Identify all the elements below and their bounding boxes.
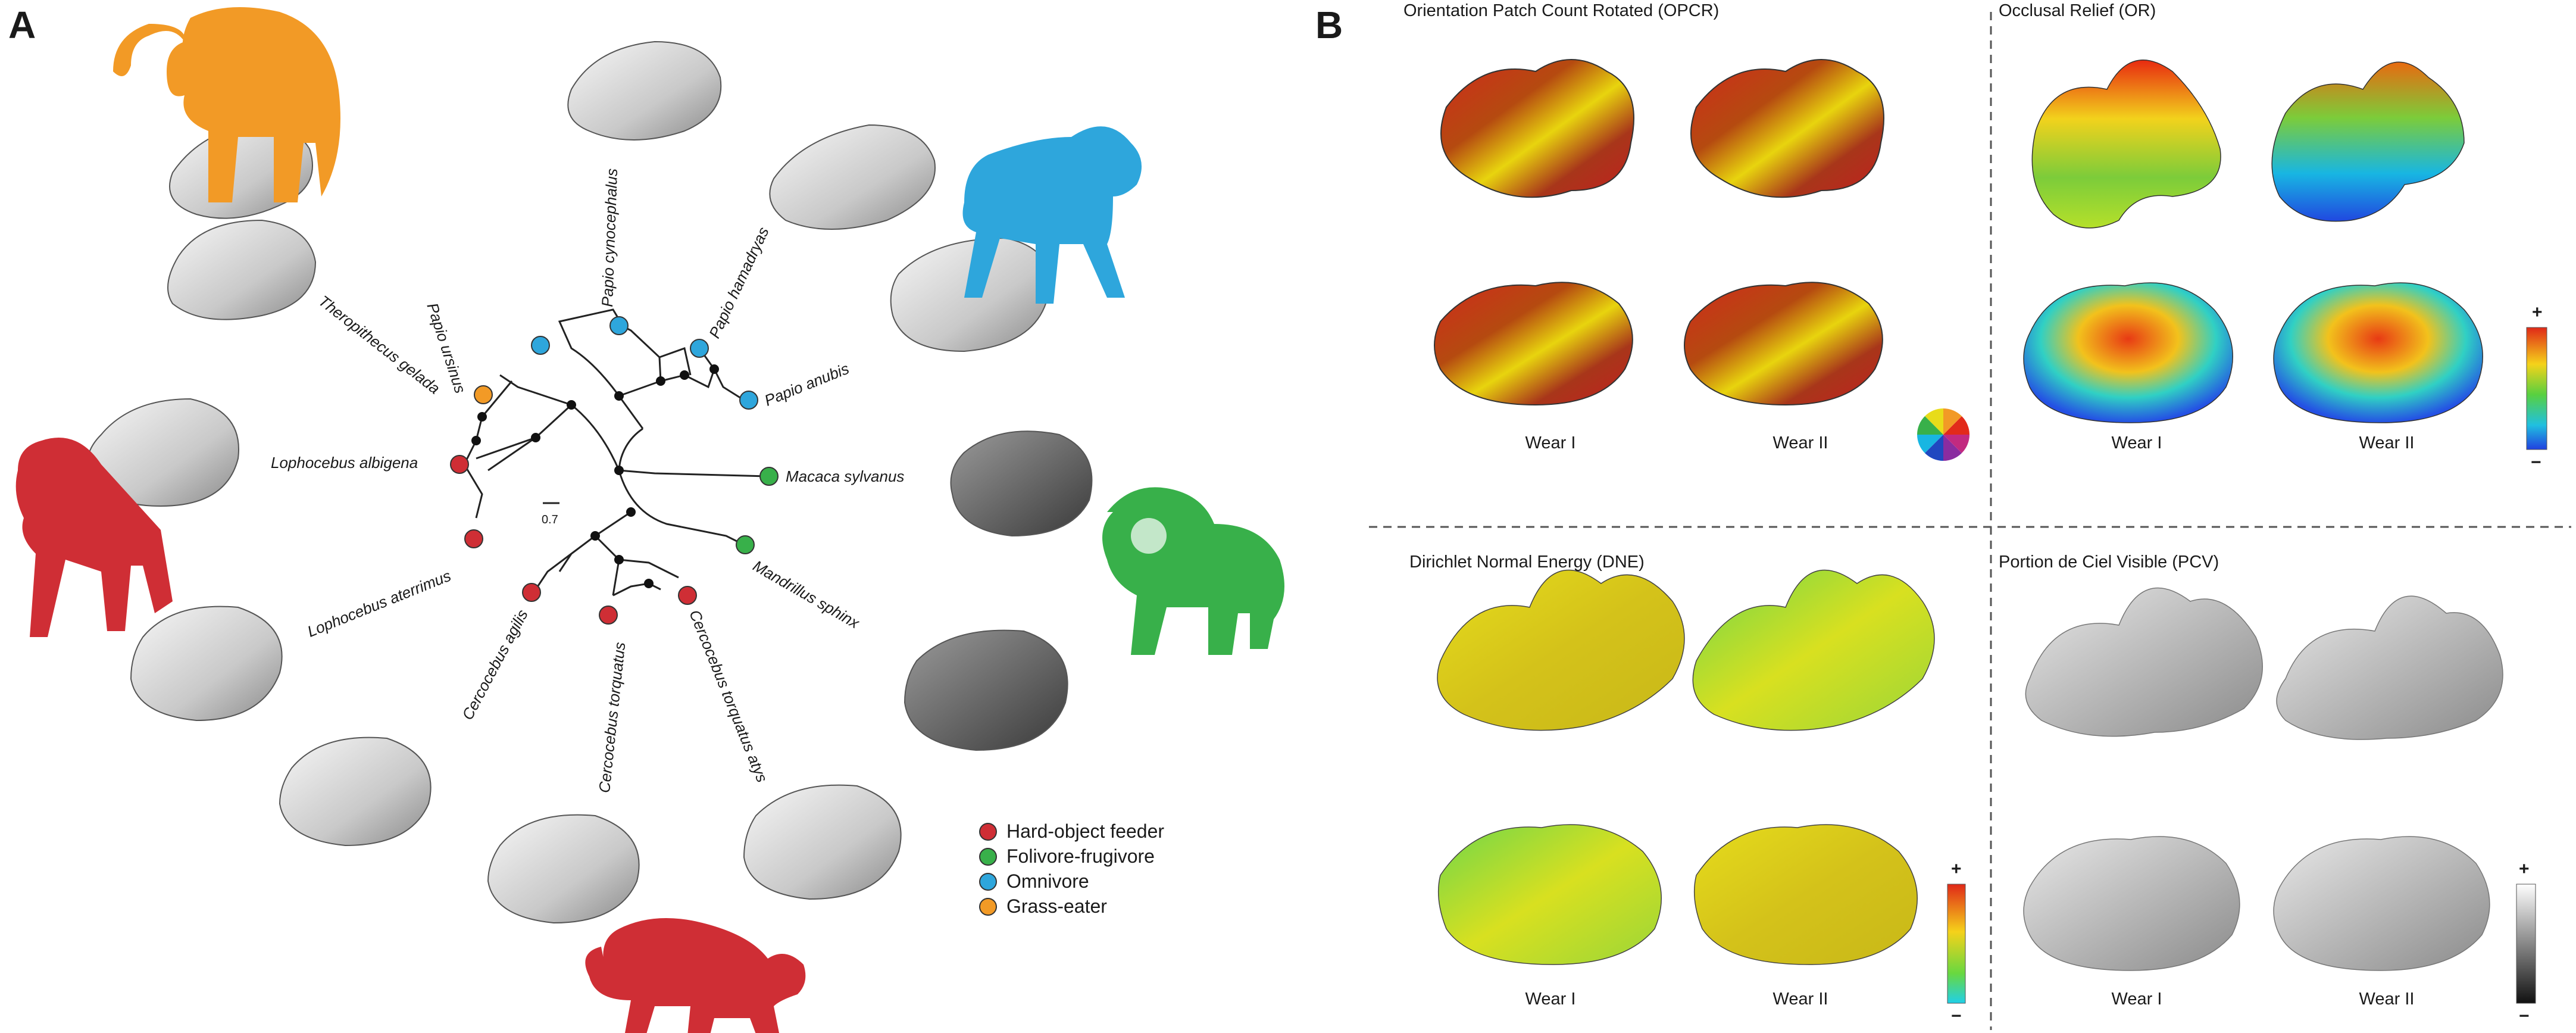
taxon-label: Lophocebus albigena <box>271 454 418 472</box>
tip-dots <box>450 316 779 625</box>
silhouette-hard-object-left <box>15 438 173 637</box>
tooth-model-dne-wear2-bottom <box>1693 824 1918 965</box>
legend-item: Omnivore <box>979 870 1089 892</box>
opcr-wear2-label: Wear II <box>1772 433 1828 452</box>
or-colorbar-minus: − <box>2531 452 2541 472</box>
tip-dot-cercocebus-torquatus-atys <box>678 586 697 605</box>
pcv-colorbar-plus: + <box>2519 859 2530 879</box>
dne-tooth-models <box>1437 569 1935 965</box>
dne-colorbar-plus: + <box>1951 859 1962 879</box>
opcr-wear1-label: Wear I <box>1525 433 1576 452</box>
tooth-model-pcv-wear1-bottom <box>2023 836 2240 971</box>
legend-item: Hard-object feeder <box>979 820 1164 842</box>
tip-dot-macaca-sylvanus <box>759 467 779 486</box>
orientation-color-wheel <box>1917 408 1969 461</box>
tooth-model-or-wear1-bottom <box>2023 282 2233 423</box>
pcv-colorbar-minus: − <box>2519 1006 2530 1026</box>
tooth-model <box>904 629 1068 751</box>
legend-item: Grass-eater <box>979 895 1107 917</box>
tip-dot-mandrillus-sphinx <box>736 535 755 554</box>
tooth-model <box>743 784 902 900</box>
tooth-model-opcr-wear2-top <box>1690 59 1884 198</box>
dne-title: Dirichlet Normal Energy (DNE) <box>1409 553 1645 572</box>
tip-dot-papio-hamadryas <box>690 339 709 358</box>
dne-colorbar-minus: − <box>1951 1006 1962 1026</box>
tooth-model-opcr-wear2-bottom <box>1684 282 1883 406</box>
silhouette-grass-eater <box>113 7 340 202</box>
tip-dot-papio-ursinus <box>531 336 550 355</box>
tooth-model <box>279 736 432 847</box>
dne-wear2-label: Wear II <box>1772 990 1828 1009</box>
tooth-model-pcv-wear2-bottom <box>2273 836 2490 971</box>
or-title: Occlusal Relief (OR) <box>1999 1 2156 20</box>
tooth-model-opcr-wear1-bottom <box>1434 282 1633 406</box>
legend-label: Grass-eater <box>1006 895 1107 917</box>
silhouette-omnivore <box>962 126 1142 304</box>
tip-dot-papio-anubis <box>739 391 758 410</box>
tooth-model-dne-wear1-top <box>1437 569 1685 731</box>
tip-dot-papio-cynocephalus <box>609 316 629 335</box>
pcv-title: Portion de Ciel Visible (PCV) <box>1999 553 2219 572</box>
tooth-model-pcv-wear2-top <box>2276 595 2503 740</box>
tooth-model <box>130 606 283 722</box>
silhouette-folivore <box>1102 487 1284 655</box>
tooth-model-dne-wear1-bottom <box>1437 824 1662 965</box>
silhouette-hard-object-bottom <box>585 918 806 1033</box>
legend-label: Folivore-frugivore <box>1006 845 1155 867</box>
tooth-model-or-wear2-top <box>2271 61 2465 222</box>
pcv-wear2-label: Wear II <box>2359 990 2415 1009</box>
tooth-model-or-wear2-bottom <box>2273 282 2483 423</box>
tooth-model <box>769 124 936 230</box>
tip-dot-cercocebus-torquatus <box>599 606 618 625</box>
tip-dot-lophocebus-albigena <box>450 455 469 474</box>
tooth-model-opcr-wear1-top <box>1440 59 1634 198</box>
tip-dot-theropithecus-gelada <box>474 385 493 404</box>
pcv-tooth-models <box>2023 587 2503 971</box>
or-wear2-label: Wear II <box>2359 433 2415 452</box>
or-tooth-models <box>2023 60 2483 423</box>
phylogeny-figure <box>15 7 1284 1033</box>
tooth-model <box>567 40 722 141</box>
taxon-label: Macaca sylvanus <box>786 467 905 485</box>
tree-internal-nodes <box>471 364 719 588</box>
scale-bar-label: 0.7 <box>542 513 558 526</box>
legend-swatch <box>979 872 997 891</box>
dne-wear1-label: Wear I <box>1525 990 1576 1009</box>
tree-branches <box>463 308 768 597</box>
tooth-model-pcv-wear1-top <box>2025 587 2263 737</box>
dne-colorbar <box>1947 884 1966 1004</box>
legend-swatch <box>979 847 997 866</box>
or-wear1-label: Wear I <box>2111 433 2162 452</box>
tooth-model-dne-wear2-top <box>1692 569 1935 731</box>
legend-swatch <box>979 822 997 841</box>
tree-tooth-models <box>87 40 1093 924</box>
pcv-colorbar <box>2516 884 2536 1004</box>
legend-swatch <box>979 897 997 916</box>
legend-item: Folivore-frugivore <box>979 845 1155 867</box>
legend-label: Hard-object feeder <box>1006 820 1165 842</box>
or-colorbar <box>2526 327 2547 450</box>
tooth-model-or-wear1-top <box>2031 60 2221 229</box>
tooth-model <box>167 219 317 320</box>
opcr-title: Orientation Patch Count Rotated (OPCR) <box>1403 1 1720 20</box>
panel-b-letter: B <box>1315 4 1343 46</box>
panel-a-letter: A <box>8 4 36 46</box>
tooth-model <box>950 430 1093 537</box>
legend-label: Omnivore <box>1006 870 1089 892</box>
or-colorbar-plus: + <box>2532 302 2543 322</box>
pcv-wear1-label: Wear I <box>2111 990 2162 1009</box>
tip-dot-cercocebus-agilis <box>522 583 541 602</box>
tip-dot-lophocebus-aterrimus <box>464 529 483 548</box>
metric-panels <box>1369 12 2571 1030</box>
opcr-tooth-models <box>1434 59 1884 406</box>
tooth-model <box>487 814 640 924</box>
